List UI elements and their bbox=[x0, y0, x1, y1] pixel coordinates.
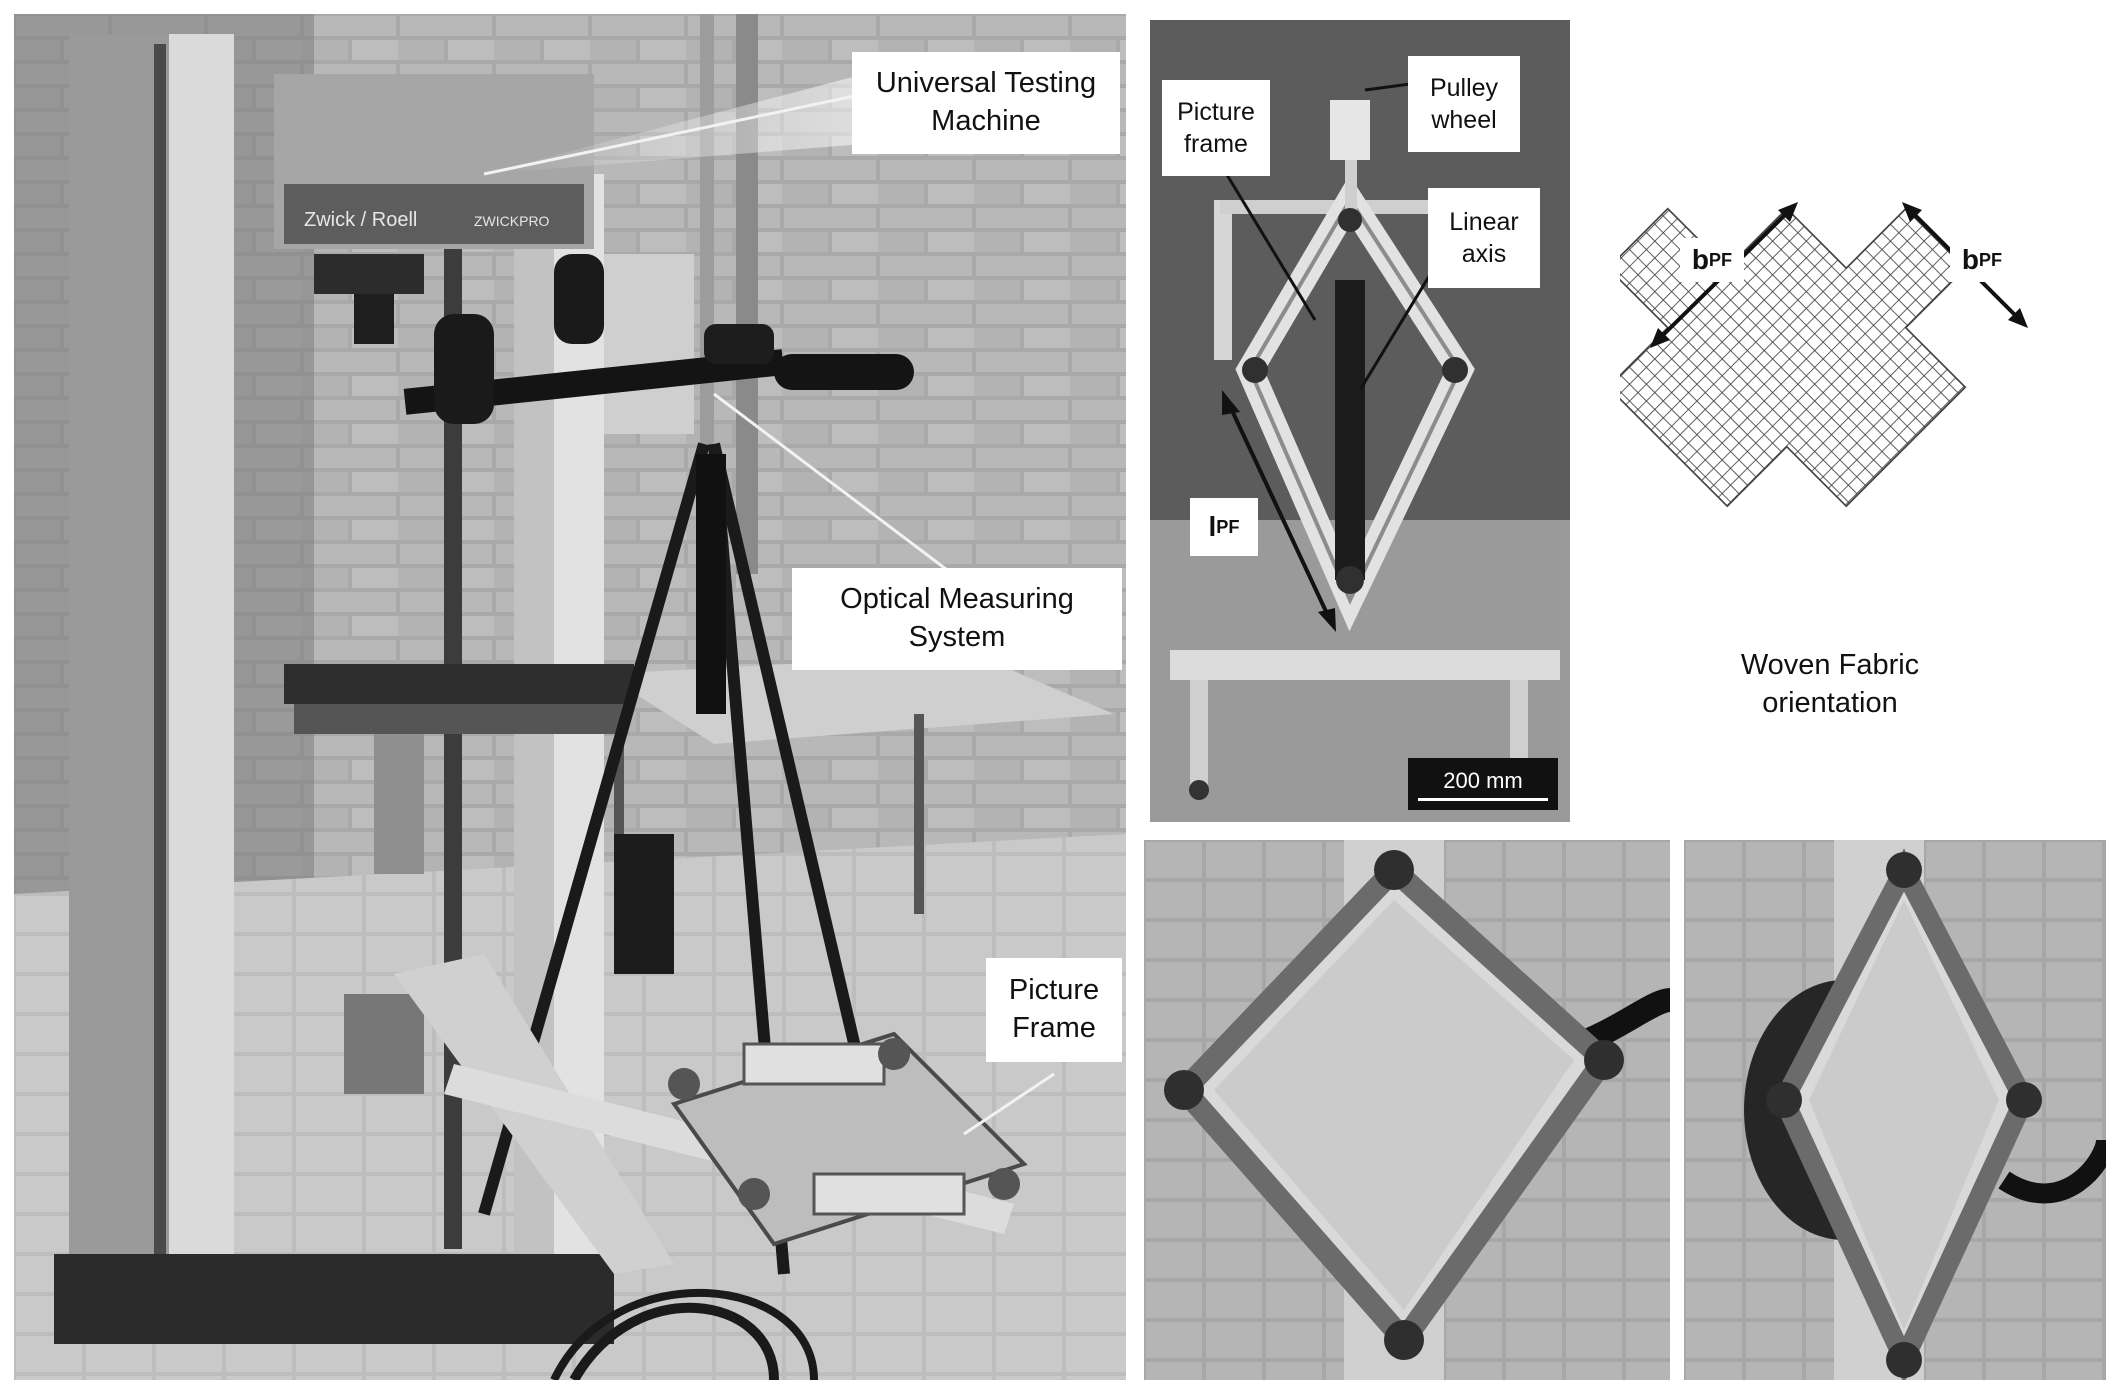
square-frame-scene bbox=[1144, 840, 1670, 1380]
sheared-frame-photo bbox=[1684, 840, 2106, 1380]
main-photo-scene: Zwick / Roell ZWICKPRO bbox=[14, 14, 1126, 1380]
scale-bar-label: 200 mm bbox=[1443, 767, 1523, 793]
machine-brand-text: Zwick / Roell bbox=[304, 209, 417, 231]
main-photo: Zwick / Roell ZWICKPRO bbox=[14, 14, 1126, 1380]
picture-frame-top-photo: Picture frame Pulley wheel Linear axis l… bbox=[1150, 20, 1570, 822]
machine-model-text: ZWICKPRO bbox=[474, 213, 550, 229]
scale-bar-line bbox=[1418, 797, 1548, 801]
label-picture-frame-top: Picture frame bbox=[1162, 80, 1270, 176]
square-frame-photo bbox=[1144, 840, 1670, 1380]
sheared-frame-scene bbox=[1684, 840, 2106, 1380]
fabric-orientation-caption: Woven Fabric orientation bbox=[1700, 640, 1960, 730]
callout-picture-frame: Picture Frame bbox=[986, 958, 1122, 1062]
callout-universal-testing-machine: Universal Testing Machine bbox=[852, 52, 1120, 154]
scale-bar: 200 mm bbox=[1408, 758, 1558, 810]
label-pulley-wheel: Pulley wheel bbox=[1408, 56, 1520, 152]
fabric-grid-svg bbox=[1607, 202, 2028, 508]
fabric-cross bbox=[1607, 207, 1967, 508]
label-linear-axis: Linear axis bbox=[1428, 188, 1540, 288]
callout-optical-measuring-system: Optical Measuring System bbox=[792, 568, 1122, 670]
